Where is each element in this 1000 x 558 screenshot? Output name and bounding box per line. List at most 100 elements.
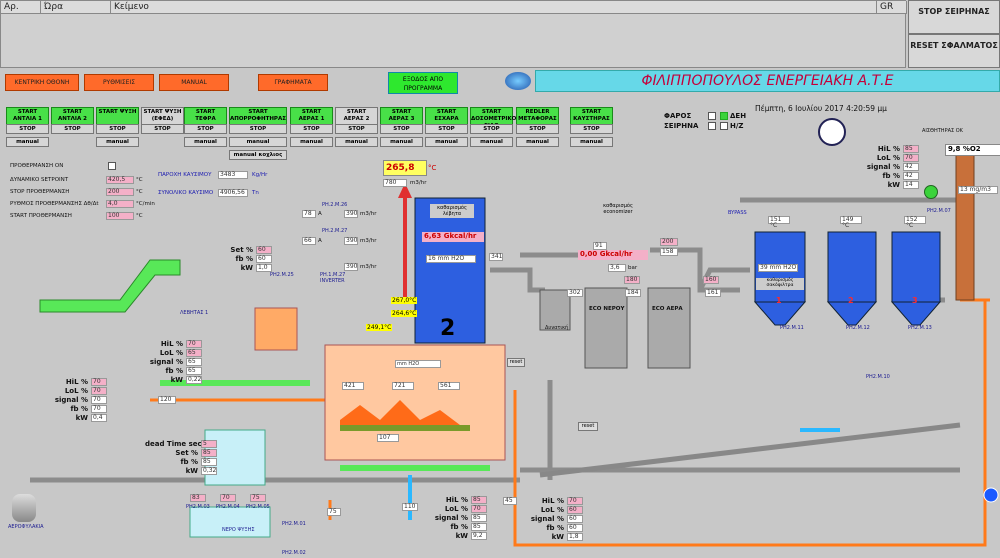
deadtime-value[interactable]: 5: [201, 440, 217, 448]
rotary-value-4: 0,22: [186, 376, 202, 384]
bp-val-1[interactable]: 83: [190, 494, 206, 502]
conveyor-label-2: kW: [240, 264, 253, 272]
stop-preheat-value[interactable]: 200: [106, 188, 134, 196]
eco-power: 0,00 Gkcal/hr: [578, 250, 648, 260]
fan17-value-1[interactable]: 70: [471, 505, 487, 513]
fan19-value-0[interactable]: 70: [91, 378, 107, 386]
temp-200[interactable]: 200: [660, 238, 678, 246]
stack-value-0[interactable]: 85: [903, 145, 919, 153]
stop-button-6[interactable]: STOP: [290, 124, 333, 134]
start-preheat-value[interactable]: 100: [106, 212, 134, 220]
nav-home-button[interactable]: ΚΕΝΤΡΙΚΗ ΟΘΟΝΗ: [5, 74, 79, 91]
fan18-value-0[interactable]: 70: [567, 497, 583, 505]
bp-val-2[interactable]: 70: [220, 494, 236, 502]
preheat-rate-value[interactable]: 4,0: [106, 200, 134, 208]
stop-button-7[interactable]: STOP: [335, 124, 378, 134]
reset-button-2[interactable]: reset: [578, 422, 598, 431]
clock-icon: [818, 118, 846, 146]
filter-clean-button[interactable]: καθαρισμός σακόφιλτρα: [756, 278, 804, 290]
stop-button-3[interactable]: STOP: [141, 124, 184, 134]
reset-fault-button[interactable]: RESET ΣΦΑΛΜΑΤΟΣ: [908, 34, 1000, 68]
stop-button-0[interactable]: STOP: [6, 124, 49, 134]
stop-button-9[interactable]: STOP: [425, 124, 468, 134]
furnace-pressure: mm H2O: [395, 360, 441, 368]
manual-button-8[interactable]: manual: [380, 137, 423, 147]
stop-siren-button[interactable]: STOP ΣΕΙΡΗΝΑΣ: [908, 0, 1000, 34]
boiler-clean-button[interactable]: καθαρισμός λέβητα: [430, 204, 474, 218]
boiler-press-value: 16: [428, 255, 436, 262]
conveyor-value-0[interactable]: 60: [256, 246, 272, 254]
stop-button-2[interactable]: STOP: [96, 124, 139, 134]
manual-button-6[interactable]: manual: [290, 137, 333, 147]
top-temp-value: 265,8: [383, 160, 427, 176]
fan17-value-0[interactable]: 85: [471, 496, 487, 504]
manual-button-4[interactable]: manual: [184, 137, 227, 147]
preheat-on-checkbox[interactable]: [108, 162, 116, 170]
top-temp-unit: °C: [428, 164, 437, 172]
start-button-0[interactable]: START ΑΝΤΛΙΑ 1: [6, 107, 49, 125]
deadtime-value-0[interactable]: 85: [201, 449, 217, 457]
bp-val-3[interactable]: 75: [250, 494, 266, 502]
filter-3-temp: 152 °C: [904, 216, 926, 229]
rotary-value-0[interactable]: 70: [186, 340, 202, 348]
stop-button-10[interactable]: STOP: [470, 124, 513, 134]
pump26-flow: 390: [344, 210, 358, 218]
temp-91: 91: [593, 242, 607, 250]
bp-tag-03: PH2.M.03: [186, 504, 210, 510]
nav-settings-button[interactable]: ΡΥΘΜΙΣΕΙΣ: [84, 74, 154, 91]
setpoint-value[interactable]: 420,5: [106, 176, 134, 184]
fuel-total-value: 4906,56: [218, 189, 248, 197]
conveyor-tag: PH2.M.25: [270, 272, 294, 278]
filter-press-value: 39: [760, 264, 768, 271]
temp-180[interactable]: 180: [624, 276, 640, 284]
preheat-rate-unit: °C/min: [136, 201, 155, 207]
stop-button-8[interactable]: STOP: [380, 124, 423, 134]
alarm-list: Αρ. Ώρα Κείμενο GR: [0, 0, 907, 68]
start-button-12[interactable]: START ΚΑΥΣΤΗΡΑΣ: [570, 107, 613, 125]
stack-value-1[interactable]: 70: [903, 154, 919, 162]
fan19-value-4: 0,4: [91, 414, 107, 422]
fan19-value-1[interactable]: 70: [91, 387, 107, 395]
exit-program-button[interactable]: ΕΞΟΔΟΣ ΑΠΟ ΠΡΟΓΡΑΜΜΑ: [388, 72, 458, 94]
boiler-power-unit: Gkcal/hr: [443, 232, 477, 240]
start-button-1[interactable]: START ΑΝΤΛΙΑ 2: [51, 107, 94, 125]
temp-107: 107: [377, 434, 399, 442]
start-button-3[interactable]: START ΨΥΞΗ (ΕΦΕΔ): [141, 107, 184, 125]
fan17-label-1: LoL %: [444, 505, 468, 513]
manual-button-0[interactable]: manual: [6, 137, 49, 147]
fan17-label-3: fb %: [450, 523, 468, 531]
filter-tag-13: PH2.M.13: [908, 325, 932, 331]
manual-grate-button[interactable]: manual κοχλιος: [229, 150, 287, 160]
manual-button-11[interactable]: manual: [516, 137, 559, 147]
manual-button-5[interactable]: manual: [229, 137, 287, 147]
stop-button-12[interactable]: STOP: [570, 124, 613, 134]
fuel-supply-unit: Kg/Hr: [252, 172, 268, 178]
manual-button-9[interactable]: manual: [425, 137, 468, 147]
stack-o2: 9,8 %O2: [945, 144, 1000, 156]
manual-button-7[interactable]: manual: [335, 137, 378, 147]
rotary-value-1[interactable]: 65: [186, 349, 202, 357]
reset-button-1[interactable]: reset: [507, 358, 525, 367]
boiler-number: 2: [440, 316, 456, 341]
start-preheat-label: START ΠΡΟΘΕΡΜΑΝΣΗ: [10, 213, 72, 219]
temp-160[interactable]: 160: [703, 276, 719, 284]
boiler-press-unit: mm H2O: [437, 255, 465, 262]
stack-fan-icon[interactable]: [924, 185, 938, 199]
nav-manual-button[interactable]: MANUAL: [159, 74, 229, 91]
stop-button-5[interactable]: STOP: [229, 124, 287, 134]
hz-indicator: [720, 122, 728, 130]
pump-tag-inverter: PH.1.M.27 INVERTER: [320, 272, 346, 284]
col-header-time: Ώρα: [41, 1, 111, 14]
filter-1-label: 1: [776, 296, 782, 305]
stop-button-11[interactable]: STOP: [516, 124, 559, 134]
stop-button-1[interactable]: STOP: [51, 124, 94, 134]
stop-button-4[interactable]: STOP: [184, 124, 227, 134]
stack-value-3: 42: [903, 172, 919, 180]
manual-button-10[interactable]: manual: [470, 137, 513, 147]
nav-graphs-button[interactable]: ΓΡΑΦΗΜΑΤΑ: [258, 74, 328, 91]
bypass-label: BYPASS: [728, 210, 747, 216]
start-button-7[interactable]: START ΑΕΡΑΣ 2: [335, 107, 378, 125]
manual-button-12[interactable]: manual: [570, 137, 613, 147]
fan18-value-1[interactable]: 60: [567, 506, 583, 514]
manual-button-2[interactable]: manual: [96, 137, 139, 147]
